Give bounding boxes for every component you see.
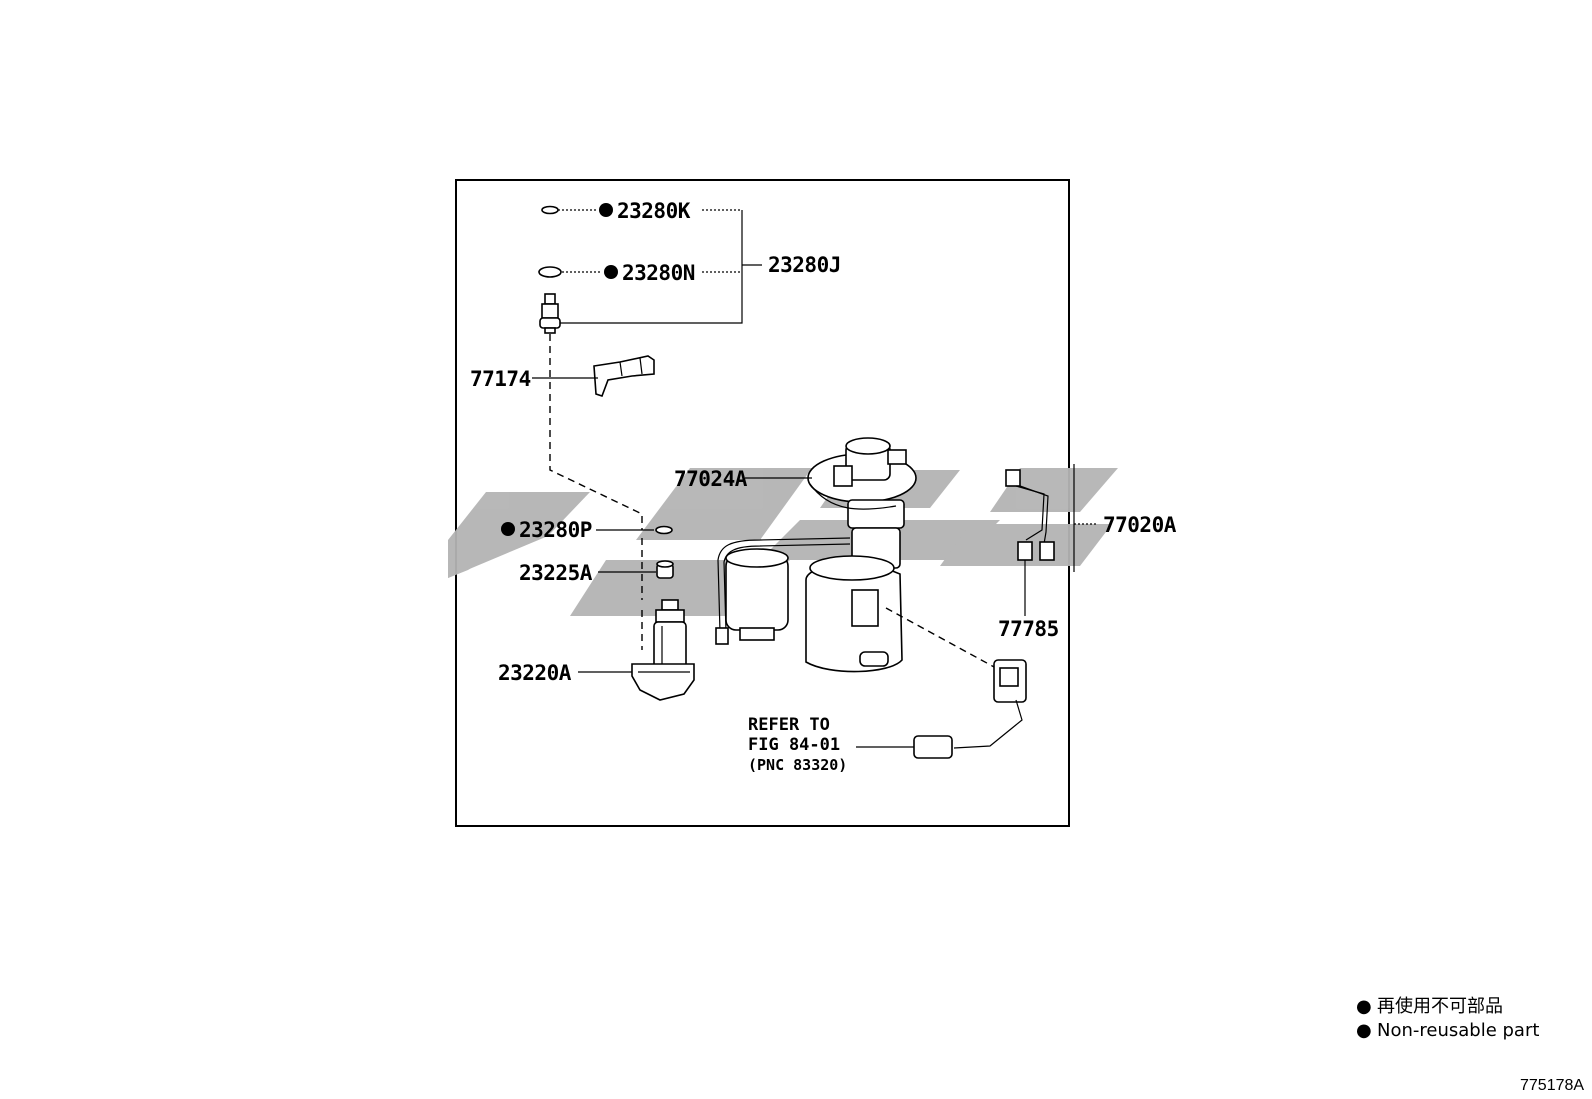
fuel-filter-icon — [715, 537, 851, 645]
reference-line-1: REFER TO — [748, 715, 830, 735]
label-23280p: 23280P — [519, 518, 592, 542]
o-ring-23280k-icon — [541, 205, 559, 215]
non-reusable-marker-icon — [604, 265, 618, 279]
label-77174: 77174 — [470, 367, 531, 391]
reference-line-2: FIG 84-01 — [748, 735, 840, 755]
label-23280k: 23280K — [617, 199, 691, 223]
label-23280j: 23280J — [768, 253, 841, 277]
o-ring-23280n-icon — [538, 266, 562, 278]
wire-harness-icon — [1005, 469, 1055, 561]
legend-bullet-icon: ● — [1356, 996, 1372, 1017]
non-reusable-marker-icon — [599, 203, 613, 217]
label-23225a: 23225A — [519, 561, 593, 585]
fuel-fitting-icon — [539, 293, 561, 334]
non-reusable-marker-icon — [501, 522, 515, 536]
legend-bullet-icon: ● — [1356, 1020, 1372, 1041]
label-23280n: 23280N — [622, 261, 695, 285]
legend-text-zh: 再使用不可部品 — [1377, 996, 1503, 1017]
legend-text-en: Non-reusable part — [1377, 1020, 1539, 1041]
label-77020a: 77020A — [1103, 513, 1177, 537]
label-23220a: 23220A — [498, 661, 572, 685]
fuel-pump-icon — [631, 599, 695, 701]
assembly-path-line — [549, 334, 643, 530]
retainer-clip-icon — [593, 355, 655, 398]
label-77785: 77785 — [998, 617, 1059, 641]
fuel-level-sender-icon — [913, 659, 1027, 759]
fuel-reservoir-cup-icon — [805, 555, 903, 673]
o-ring-23280p-icon — [655, 525, 673, 535]
reference-line-3: (PNC 83320) — [748, 756, 847, 774]
fuel-sender-gauge-flange-icon — [807, 437, 917, 569]
label-77024a: 77024A — [674, 467, 748, 491]
cushion-23225a-icon — [656, 560, 674, 579]
figure-id: 775178A — [1520, 1077, 1584, 1094]
legend: ● 再使用不可部品 ● Non-reusable part — [1356, 996, 1539, 1041]
